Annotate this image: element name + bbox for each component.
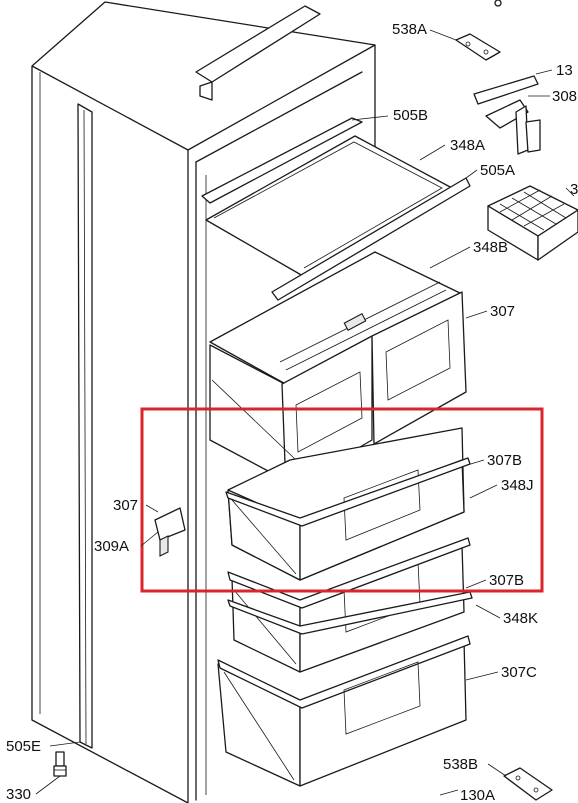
label-308: 308	[552, 88, 577, 105]
hinge-538b	[503, 767, 553, 801]
label-348b: 348B	[473, 239, 508, 256]
hinge-538a	[455, 33, 501, 61]
label-307c: 307C	[501, 664, 537, 681]
drawer-307b-upper	[225, 427, 471, 581]
shelf-trim-505b	[201, 117, 363, 204]
ice-tray-icon	[487, 185, 578, 261]
label-505b: 505B	[393, 107, 428, 124]
label-348j: 348J	[501, 477, 534, 494]
label-348k: 348K	[503, 610, 538, 627]
glass-shelf-348a	[201, 117, 471, 301]
label-307-top: 307	[490, 303, 515, 320]
bracket-130	[473, 75, 539, 105]
highlight-box	[140, 407, 544, 593]
top-rail	[195, 0, 502, 101]
drawer-307b-lower	[227, 537, 473, 673]
label-307-left: 307	[113, 497, 138, 514]
label-307b-lower: 307B	[489, 572, 524, 589]
callout-labels: 538A 13 308 505B 348A 505A 3 348B 307 30…	[6, 21, 578, 803]
label-348a: 348A	[450, 137, 485, 154]
drawer-307c	[217, 635, 471, 787]
bracket-309a	[154, 507, 186, 557]
label-538a: 538A	[392, 21, 427, 38]
hinge-308	[485, 99, 541, 155]
drawer-307-upper	[209, 291, 467, 491]
screw-icon	[494, 0, 502, 7]
door-gasket-505e	[77, 103, 93, 749]
shelf-348k	[227, 591, 473, 635]
leader-lines	[35, 29, 575, 796]
label-307b-upper: 307B	[487, 452, 522, 469]
cabinet-body	[31, 1, 376, 803]
label-309a: 309A	[94, 538, 129, 555]
shelf-trim-505a	[271, 177, 471, 301]
label-505a: 505A	[480, 162, 515, 179]
foot-330	[53, 751, 67, 777]
label-505e: 505E	[6, 738, 41, 755]
label-130a: 130A	[460, 787, 495, 803]
label-13: 13	[556, 62, 573, 79]
label-330: 330	[6, 786, 31, 803]
label-538b: 538B	[443, 756, 478, 773]
label-3: 3	[570, 181, 578, 198]
